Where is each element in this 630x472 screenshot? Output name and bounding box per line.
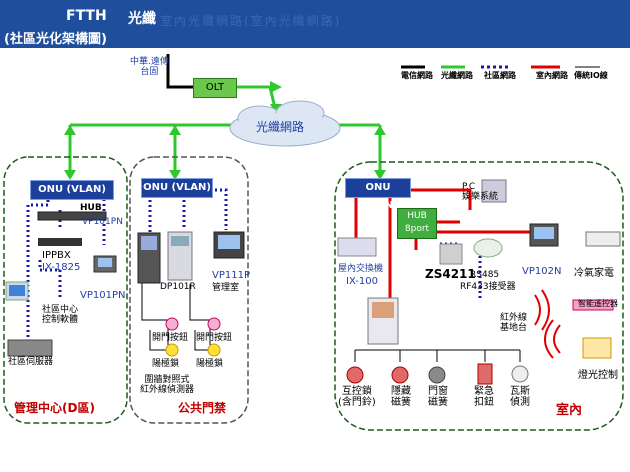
ir-detector-label: 圍牆對照式 紅外線偵測器 <box>140 375 195 395</box>
rf433-label: RF433接受器 <box>460 282 516 292</box>
zone-indoor-box <box>334 161 624 431</box>
hub-label: HUB <box>80 203 102 213</box>
onu-mgmt: ONU (VLAN) <box>30 180 114 200</box>
zone-mgmt-box <box>3 156 128 424</box>
zone-indoor-label: 室內 <box>556 403 583 418</box>
header-faint-text: 室內光纖網路(室內光纖網路) <box>160 14 342 28</box>
hub8-node: HUB 8port <box>397 208 437 239</box>
legend-io-label: 傳統IO線 <box>574 71 608 80</box>
header-subtitle: (社區光化架構圖) <box>4 32 107 47</box>
zone-public-box <box>129 156 249 424</box>
chunghwa-label: 中華.遠傳 台固 <box>130 57 169 77</box>
mgmt-room-label: 管理室 <box>212 283 240 293</box>
ac-label: 冷氣家電 <box>574 268 614 279</box>
hub8-label: HUB 8port <box>404 211 430 234</box>
magnet-lock1-label: 陽極鎖 <box>152 359 180 369</box>
ippbx-model-label: IX-1825 <box>42 262 81 273</box>
zone-public-label: 公共門禁 <box>178 401 227 415</box>
door-btn1-label: 開門按鈕 <box>152 333 189 343</box>
ix100-label: IX-100 <box>346 276 378 287</box>
smart-ctrl-label: 智能遙控器 <box>578 299 618 308</box>
legend-fiber-label: 光纖網路 <box>441 71 473 80</box>
header-bar: FTTH 光纖 室內光纖網路(室內光纖網路) (社區光化架構圖) <box>0 0 630 48</box>
fiber-cloud <box>229 100 341 147</box>
fiber-cloud-label: 光纖網路 <box>256 120 305 134</box>
vp101pn-top-label: VP101PN <box>82 217 123 227</box>
ippbx-label: IPPBX <box>42 250 71 261</box>
rs485-label: RS485 <box>470 270 500 280</box>
zs4211-label: ZS4211 <box>425 267 476 281</box>
header-title-cn: 光纖 <box>128 11 156 27</box>
magnet-lock2-label: 陽極鎖 <box>196 359 224 369</box>
community-server-label: 社區伺服器 <box>8 357 54 367</box>
vp111p-label: VP111P <box>212 270 250 281</box>
onu-indoor: ONU (VLAN) <box>345 178 411 211</box>
window-mag-label: 門窗 磁簧 <box>428 386 448 408</box>
mgmt-software-label: 社區中心 控制軟體 <box>42 305 79 325</box>
door-btn2-label: 開門按鈕 <box>196 333 233 343</box>
hidden-mag-label: 隱藏 磁簧 <box>391 386 411 408</box>
light-ctrl-label: 燈光控制 <box>578 370 618 381</box>
ir-base-label: 紅外線 基地台 <box>500 313 528 333</box>
onu-public: ONU (VLAN) <box>141 178 213 198</box>
telecom-line <box>166 54 193 89</box>
ix100-desc-label: 屋內交換機 <box>338 264 384 274</box>
olt-node: OLT <box>193 78 237 98</box>
dp101r-label: DP101R <box>160 282 196 292</box>
emergency-label: 緊急 扣鈕 <box>474 386 494 408</box>
zone-mgmt-label: 管理中心(D區) <box>14 401 95 415</box>
vp102n-label: VP102N <box>522 266 562 277</box>
pc-label: P.C 娛樂系統 <box>462 182 499 202</box>
vp101pn-bottom-label: VP101PN <box>80 290 126 301</box>
legend-indoor-label: 室內網路 <box>536 71 568 80</box>
legend-telecom-label: 電信網路 <box>401 71 433 80</box>
header-title: FTTH <box>66 8 107 24</box>
gas-label: 瓦斯 偵測 <box>510 386 530 408</box>
interlock-label: 互控鎖 (含門鈴) <box>338 386 376 408</box>
legend-community-label: 社區網路 <box>484 71 516 80</box>
